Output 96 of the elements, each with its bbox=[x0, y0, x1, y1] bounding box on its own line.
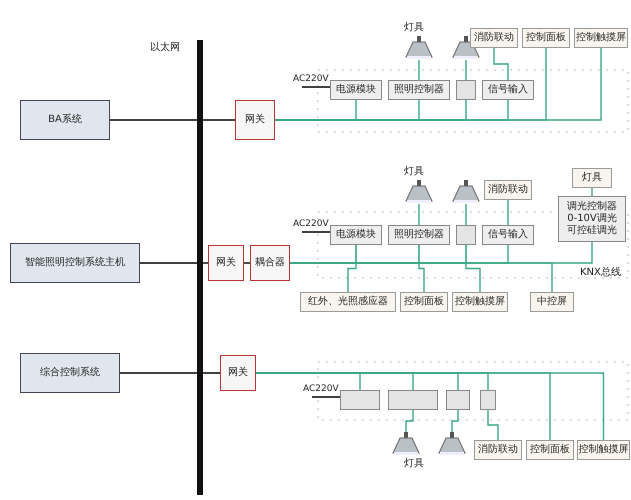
module-box bbox=[480, 390, 496, 410]
device-label: 照明控制器 bbox=[394, 229, 444, 241]
device-box bbox=[474, 440, 522, 460]
device-label: 网关 bbox=[245, 114, 265, 126]
device-box bbox=[577, 440, 630, 460]
connector-line bbox=[418, 204, 420, 225]
device-label: 智能照明控制系统主机 bbox=[25, 257, 125, 269]
edge-label: AC220V bbox=[292, 219, 330, 230]
ethernet-bus bbox=[197, 40, 203, 495]
connector-line bbox=[275, 48, 602, 121]
device-label: 0-10V调光 bbox=[567, 213, 617, 224]
device-label: 控制触摸屏 bbox=[455, 296, 505, 308]
connector-line bbox=[203, 119, 235, 121]
connector-line bbox=[140, 262, 197, 264]
gateway-box bbox=[235, 100, 275, 140]
computer-box bbox=[20, 353, 120, 393]
module-box bbox=[340, 390, 380, 410]
gateway-box bbox=[250, 245, 290, 281]
device-box bbox=[452, 292, 508, 312]
lamp-drawing bbox=[452, 180, 480, 204]
device-box bbox=[400, 292, 448, 312]
connector-line bbox=[312, 396, 340, 398]
device-box bbox=[470, 28, 518, 48]
module-box bbox=[388, 80, 450, 100]
module-box bbox=[330, 225, 382, 245]
device-label: 控制面板 bbox=[526, 32, 566, 44]
device-label: 网关 bbox=[216, 257, 236, 269]
module-box bbox=[456, 225, 476, 245]
computer-box bbox=[10, 243, 140, 283]
connector-line bbox=[465, 245, 481, 292]
connector-line bbox=[493, 48, 509, 80]
device-label: 电源模块 bbox=[336, 229, 376, 241]
device-label: 调光控制器 bbox=[567, 201, 617, 212]
device-caption: 灯具 bbox=[404, 166, 424, 178]
connector-line bbox=[465, 204, 467, 225]
device-label: 信号输入 bbox=[488, 229, 528, 241]
module-box bbox=[330, 80, 382, 100]
module-box bbox=[456, 80, 476, 100]
module-box bbox=[558, 196, 626, 242]
device-label: 控制面板 bbox=[404, 296, 444, 308]
computer-box bbox=[20, 100, 110, 140]
device-label: 灯具 bbox=[582, 172, 602, 184]
device-caption: 灯具 bbox=[404, 22, 424, 34]
connector-line bbox=[290, 262, 553, 292]
connector-line bbox=[203, 372, 220, 374]
device-label: 消防联动 bbox=[474, 32, 514, 44]
device-label: 网关 bbox=[228, 367, 248, 379]
connector-line bbox=[405, 410, 414, 432]
lamp-drawing bbox=[438, 432, 466, 456]
device-label: 综合控制系统 bbox=[40, 367, 100, 379]
device-label: 电源模块 bbox=[336, 84, 376, 96]
connector-line bbox=[120, 372, 197, 374]
connector-line bbox=[347, 245, 357, 292]
module-box bbox=[388, 390, 438, 410]
connector-line bbox=[110, 119, 197, 121]
device-label: 控制面板 bbox=[530, 444, 570, 456]
edge-label: AC220V bbox=[292, 74, 330, 85]
module-box bbox=[482, 80, 534, 100]
connector-line bbox=[302, 231, 330, 233]
connector-line bbox=[302, 86, 330, 88]
connector-line bbox=[507, 200, 509, 225]
lamp-drawing bbox=[392, 432, 420, 456]
device-label: 消防联动 bbox=[478, 444, 518, 456]
gateway-box bbox=[220, 355, 256, 391]
device-box bbox=[484, 180, 532, 200]
device-box bbox=[574, 28, 628, 48]
device-box bbox=[530, 292, 574, 312]
device-label: 可控硅调光 bbox=[567, 225, 617, 237]
device-caption: 灯具 bbox=[404, 458, 424, 470]
bus-label: 以太网 bbox=[150, 42, 180, 54]
connector-line bbox=[418, 245, 425, 292]
module-box bbox=[446, 390, 470, 410]
device-box bbox=[522, 28, 570, 48]
device-caption: KNX总线 bbox=[580, 267, 621, 279]
device-box bbox=[300, 292, 396, 312]
device-label: BA系统 bbox=[48, 114, 82, 126]
device-label: 红外、光照感应器 bbox=[308, 296, 388, 308]
device-label: 照明控制器 bbox=[394, 84, 444, 96]
device-label: 耦合器 bbox=[255, 257, 285, 269]
gateway-box bbox=[208, 245, 244, 281]
lamp-drawing bbox=[405, 36, 433, 60]
device-label: 控制触摸屏 bbox=[578, 444, 628, 456]
module-box bbox=[388, 225, 450, 245]
module-box bbox=[482, 225, 534, 245]
device-label: 中控屏 bbox=[537, 296, 567, 308]
device-label: 消防联动 bbox=[488, 184, 528, 196]
device-box bbox=[572, 168, 612, 188]
connector-line bbox=[418, 60, 420, 80]
device-label: 控制触摸屏 bbox=[576, 32, 626, 44]
connector-line bbox=[465, 60, 467, 80]
edge-label: AC220V bbox=[302, 384, 340, 395]
connector-line bbox=[451, 410, 459, 432]
device-box bbox=[526, 440, 574, 460]
device-label: 信号输入 bbox=[488, 84, 528, 96]
lamp-drawing bbox=[405, 180, 433, 204]
connector-line bbox=[487, 410, 499, 440]
